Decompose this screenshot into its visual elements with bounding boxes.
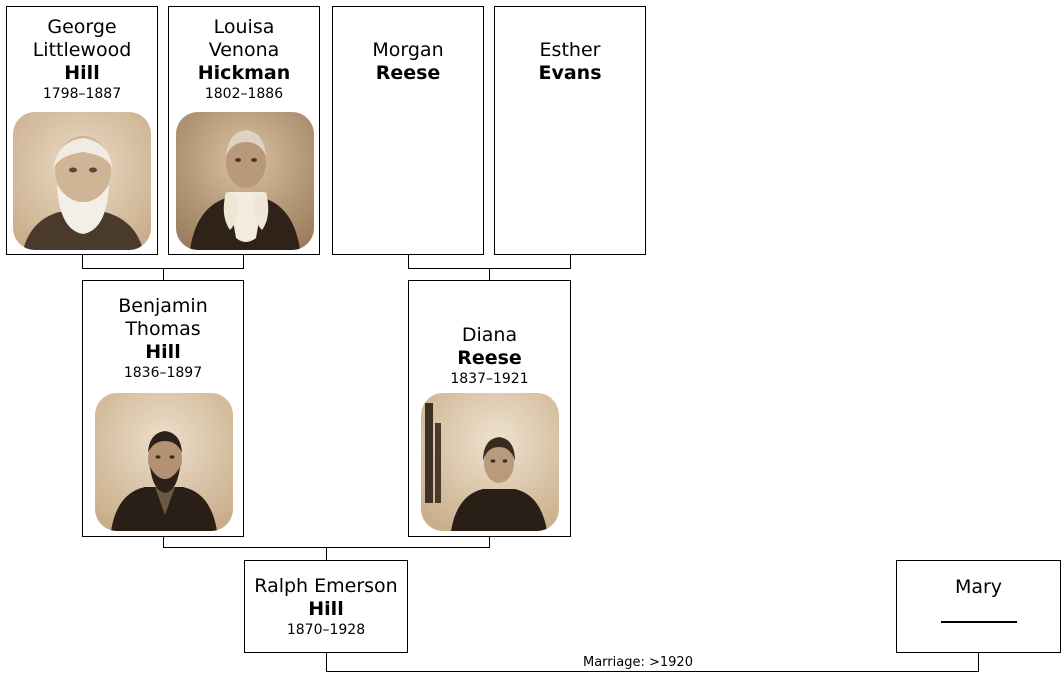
given-name: George [47, 16, 117, 38]
given-name: Littlewood [32, 39, 132, 61]
person-card-mary[interactable]: Mary [896, 560, 1061, 653]
connector-line [408, 254, 409, 269]
life-dates: 1836–1897 [123, 365, 203, 381]
given-name: Venona [208, 39, 280, 61]
person-card-benjamin[interactable]: Benjamin Thomas Hill 1836–1897 [82, 280, 244, 537]
connector-line [570, 254, 571, 269]
portrait-photo [95, 393, 233, 531]
surname: Hickman [197, 62, 291, 84]
person-card-esther[interactable]: Esther Evans [494, 6, 646, 255]
connector-line [82, 254, 83, 269]
person-card-morgan[interactable]: Morgan Reese [332, 6, 484, 255]
connector-line [326, 547, 327, 561]
connector-line [489, 536, 490, 548]
given-name: Louisa [213, 16, 275, 38]
life-dates: 1798–1887 [42, 86, 122, 102]
given-name: Benjamin [118, 295, 208, 317]
given-name: Mary [954, 576, 1003, 598]
given-name: Morgan [372, 39, 444, 61]
given-name: Diana [461, 324, 518, 346]
connector-line [489, 268, 490, 281]
given-name: Ralph Emerson [254, 575, 398, 597]
surname: Hill [308, 598, 344, 620]
marriage-line [326, 652, 327, 672]
person-card-diana[interactable]: Diana Reese 1837–1921 [408, 280, 571, 537]
marriage-line [978, 652, 979, 672]
person-card-george[interactable]: George Littlewood Hill 1798–1887 [6, 6, 158, 255]
person-card-ralph[interactable]: Ralph Emerson Hill 1870–1928 [244, 560, 408, 653]
connector-line [163, 536, 164, 548]
portrait-photo [13, 112, 151, 250]
connector-line [163, 268, 164, 281]
surname: Reese [375, 62, 441, 84]
surname: Hill [64, 62, 100, 84]
given-name: Esther [539, 39, 601, 61]
portrait-photo [176, 112, 314, 250]
marriage-line [326, 671, 979, 672]
life-dates: 1837–1921 [450, 371, 529, 387]
life-dates: 1870–1928 [286, 622, 366, 638]
portrait-photo [421, 393, 559, 531]
surname: Evans [538, 62, 602, 84]
given-name: Thomas [125, 318, 201, 340]
marriage-label: Marriage: >1920 [583, 655, 693, 670]
unknown-surname-line [940, 621, 1017, 623]
surname: Reese [457, 347, 522, 369]
surname: Hill [145, 341, 181, 363]
person-card-louisa[interactable]: Louisa Venona Hickman 1802–1886 [168, 6, 320, 255]
connector-line [243, 254, 244, 269]
life-dates: 1802–1886 [204, 86, 284, 102]
